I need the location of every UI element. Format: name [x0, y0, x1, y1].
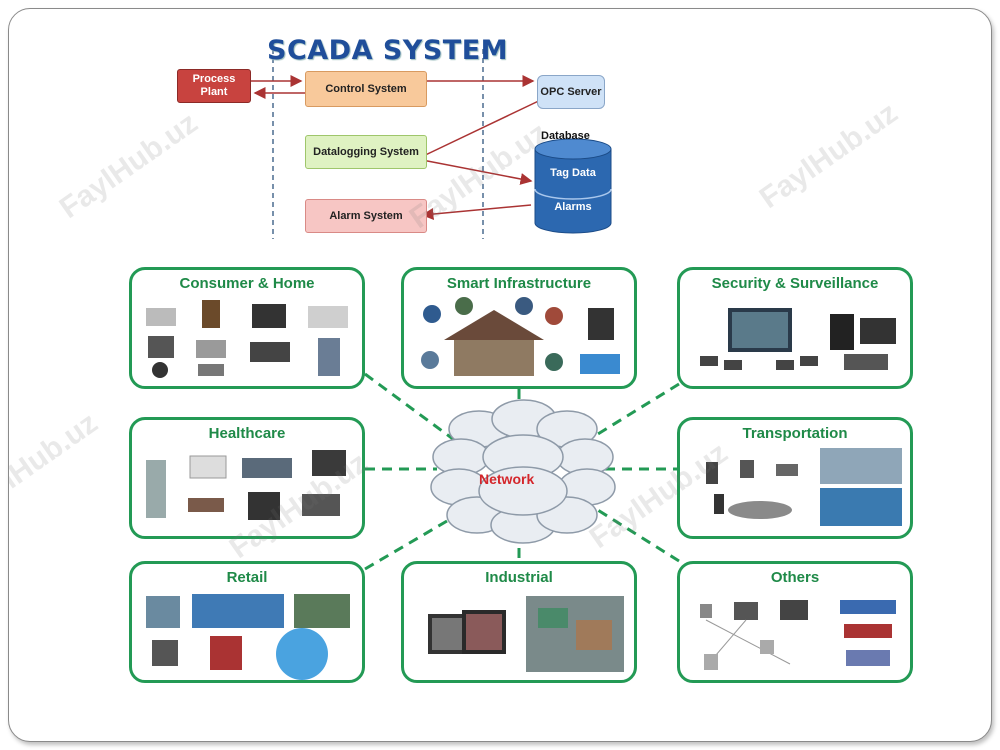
datalogging-system-box: Datalogging System — [305, 135, 427, 169]
category-title: Retail — [226, 569, 268, 586]
consumer-home-illustration — [146, 300, 348, 378]
retail-illustration — [146, 594, 350, 680]
control-system-box: Control System — [305, 71, 427, 107]
category-others: Others — [677, 561, 913, 683]
category-security-surveillance: Security & Surveillance — [677, 267, 913, 389]
others-illustration — [700, 600, 896, 670]
industrial-illustration — [428, 596, 624, 672]
opc-server-box: OPC Server — [537, 75, 605, 109]
category-title: Others — [770, 569, 820, 586]
category-retail: Retail — [129, 561, 365, 683]
alarms-label: Alarms — [554, 201, 592, 213]
category-title: Security & Surveillance — [711, 275, 879, 292]
category-industrial: Industrial — [401, 561, 637, 683]
scada-title: SCADA SYSTEM — [267, 35, 509, 66]
category-consumer-home: Consumer & Home — [129, 267, 365, 389]
healthcare-illustration — [146, 450, 346, 520]
database-label: Database — [541, 130, 590, 142]
category-title: Smart Infrastructure — [446, 275, 592, 292]
transportation-illustration — [706, 448, 902, 526]
category-title: Transportation — [742, 425, 848, 442]
category-title: Healthcare — [208, 425, 286, 442]
network-cloud — [430, 399, 616, 544]
category-title: Industrial — [485, 569, 553, 586]
category-smart-infrastructure: Smart Infrastructure — [401, 267, 637, 389]
process-plant-box: Process Plant — [177, 69, 251, 103]
security-surveillance-illustration — [700, 308, 896, 370]
category-transportation: Transportation — [677, 417, 913, 539]
smart-infrastructure-illustration — [421, 297, 620, 376]
alarm-system-box: Alarm System — [305, 199, 427, 233]
arrow-datalog-to-db — [416, 158, 533, 185]
database-cylinder — [534, 138, 612, 234]
category-healthcare: Healthcare — [129, 417, 365, 539]
tag-data-label: Tag Data — [550, 167, 596, 179]
line-datalog-to-opc — [416, 96, 548, 160]
arrow-db-to-alarm — [421, 204, 532, 221]
diagram-lines — [241, 49, 680, 571]
slide: SCADA SYSTEM Process Plant Control Syste… — [8, 8, 992, 742]
category-title: Consumer & Home — [179, 275, 315, 292]
network-label: Network — [479, 471, 535, 487]
